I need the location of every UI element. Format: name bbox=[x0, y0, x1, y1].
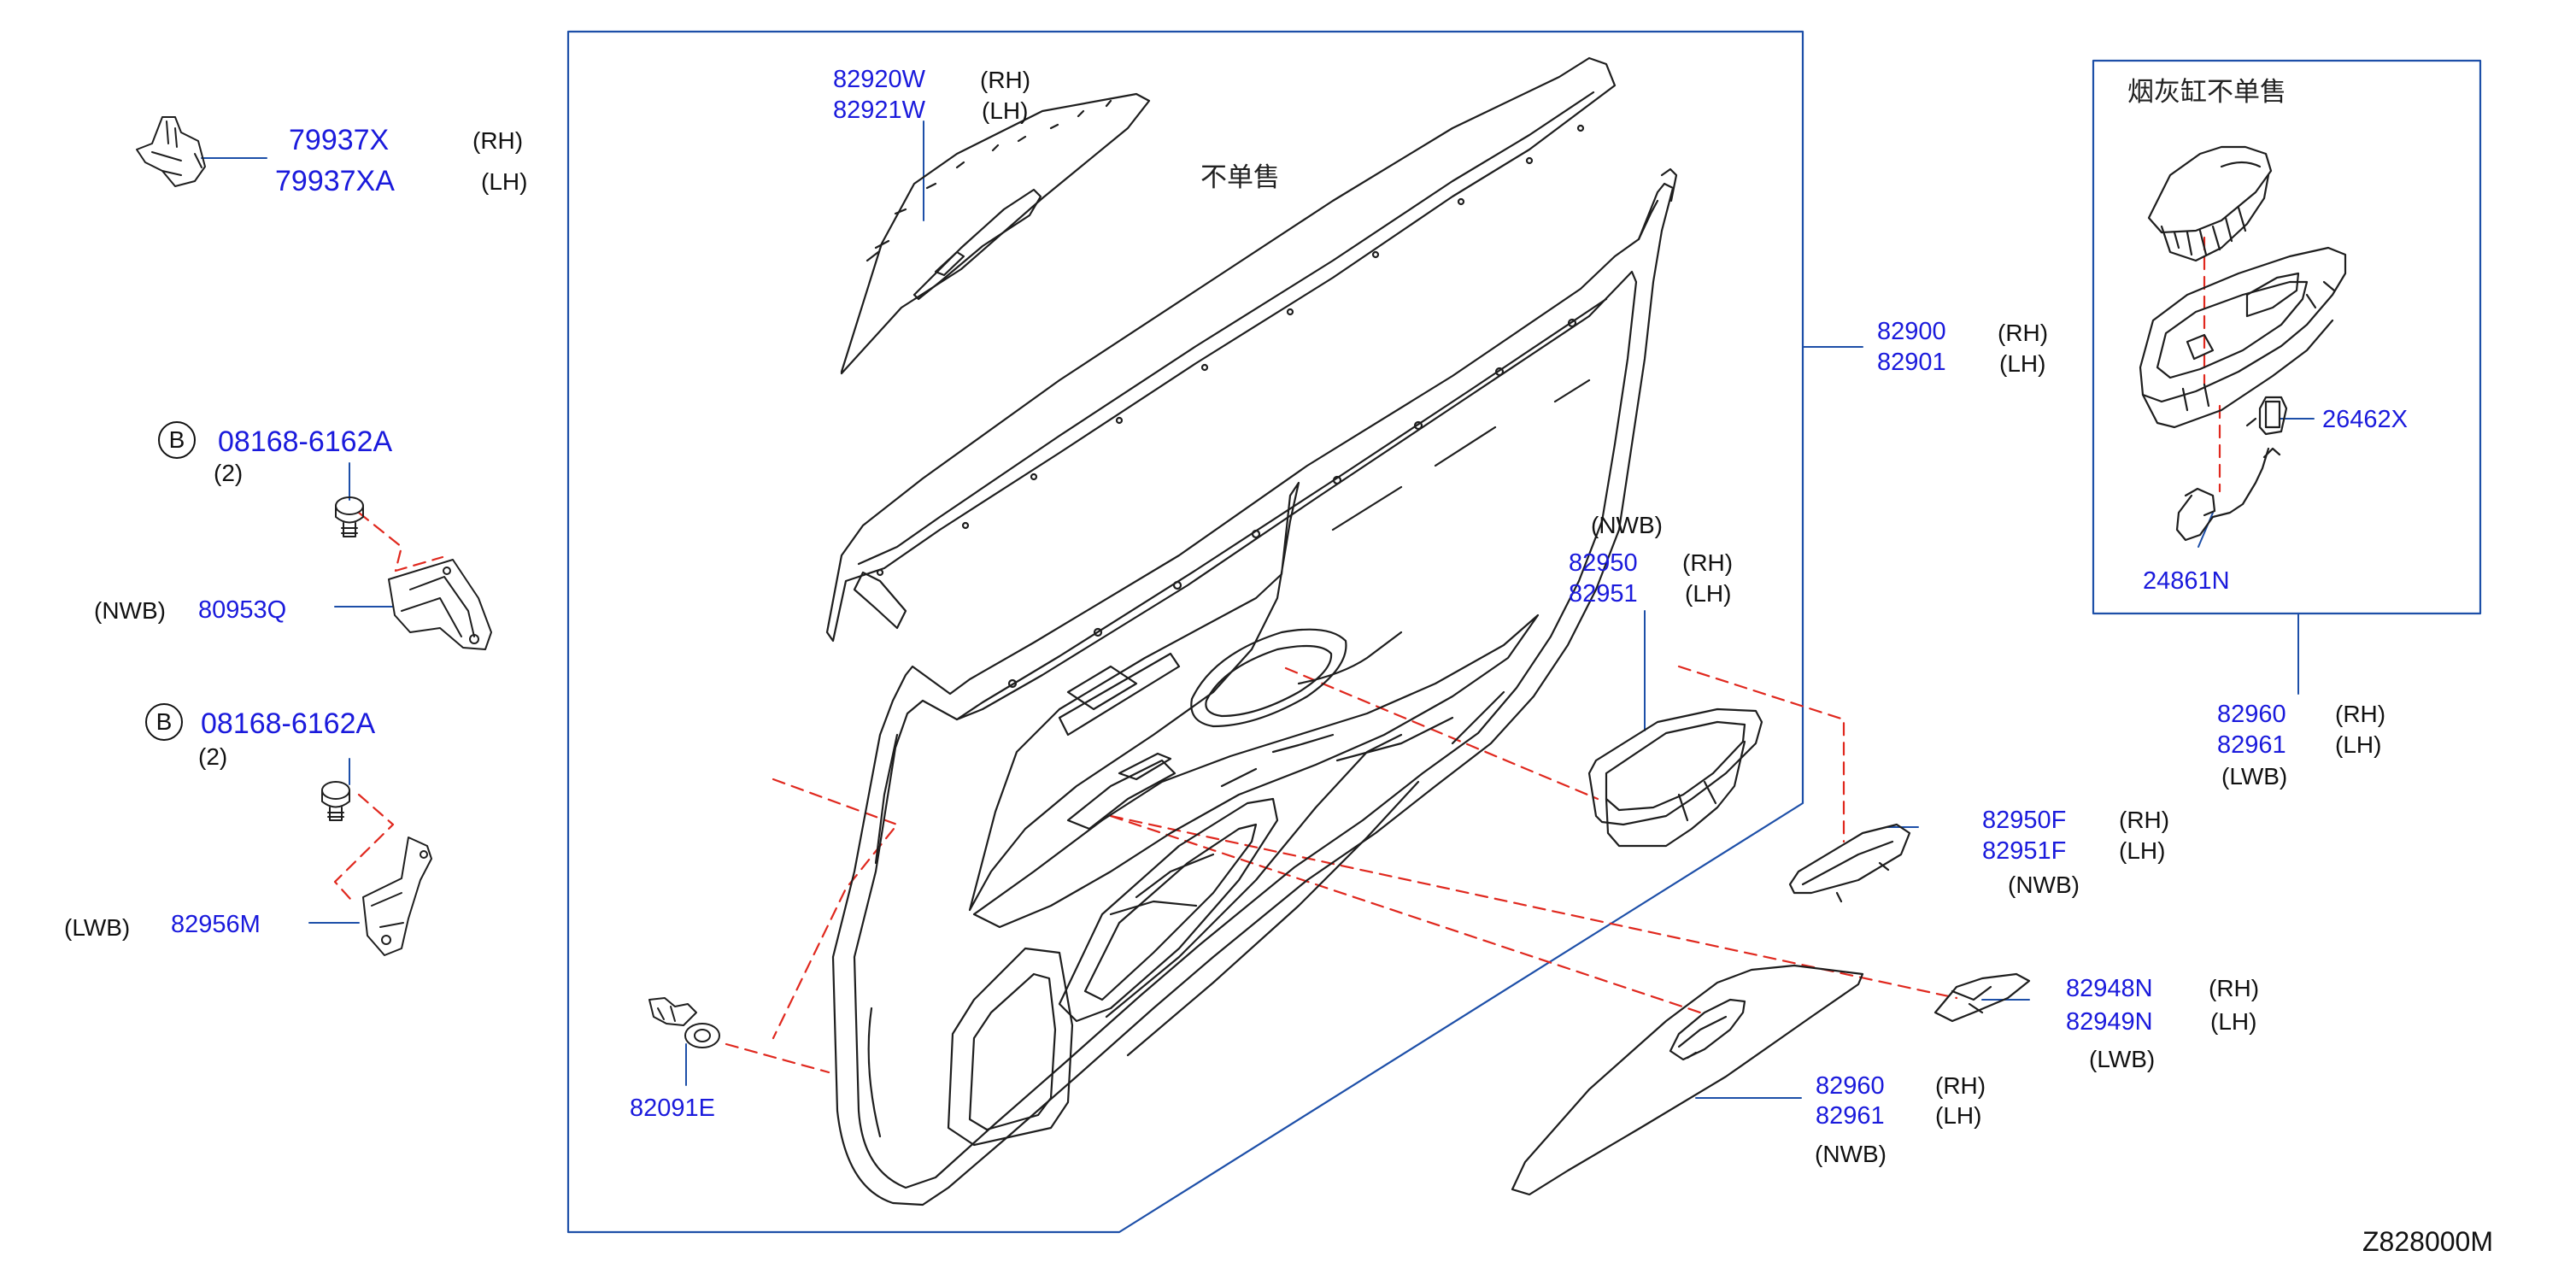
clip-top-lh: (LH) bbox=[481, 168, 528, 195]
main-frame bbox=[566, 30, 1804, 1234]
bolt-2-circle-letter: B bbox=[155, 708, 173, 735]
switch-bezel-variant: (NWB) bbox=[1591, 512, 1663, 538]
door-trim-lh: (LH) bbox=[1999, 350, 2046, 377]
clip-n-pn-lh: 82949N bbox=[2066, 1008, 2153, 1036]
armrest-top-drawing bbox=[840, 92, 1151, 375]
ashtray-drawing bbox=[2147, 145, 2273, 262]
door-trim-rh: (RH) bbox=[1998, 320, 2049, 346]
clip-79937x-drawing bbox=[136, 116, 206, 187]
finisher-lwb-variant: (LWB) bbox=[2221, 763, 2288, 790]
inset-harness-pn: 24861N bbox=[2143, 567, 2230, 595]
switch-bezel-rh: (RH) bbox=[1682, 549, 1734, 576]
armrest-top-rh: (RH) bbox=[980, 67, 1031, 93]
bolt-2-callout-circle: B bbox=[145, 703, 183, 741]
cover-82950f-drawing bbox=[1788, 823, 1911, 903]
finisher-nwb-rh: (RH) bbox=[1935, 1072, 1986, 1099]
clip-n-pn-rh: 82948N bbox=[2066, 975, 2153, 1002]
finisher-nwb-lh: (LH) bbox=[1935, 1102, 1982, 1129]
clip-top-pn-rh: 79937X bbox=[289, 124, 390, 156]
door-trim-pn-lh: 82901 bbox=[1877, 349, 1946, 376]
armrest-switch-lwb-drawing bbox=[2139, 246, 2347, 429]
finisher-lwb-pn-rh: 82960 bbox=[2217, 701, 2286, 728]
clip-n-variant: (LWB) bbox=[2089, 1046, 2156, 1072]
inset-frame bbox=[2092, 59, 2482, 615]
inset-ashtray-note: 烟灰缸不单售 bbox=[2127, 77, 2286, 107]
harness-24861n-drawing bbox=[2175, 447, 2281, 542]
bracket-82956m-drawing bbox=[362, 837, 432, 956]
finisher-lwb-pn-lh: 82961 bbox=[2217, 731, 2286, 759]
switch-bezel-drawing bbox=[1587, 707, 1763, 848]
dashed-guides bbox=[333, 236, 2221, 1074]
bolt-2-pn: 08168-6162A bbox=[201, 707, 376, 740]
armrest-top-pn-rh: 82920W bbox=[833, 66, 926, 93]
diagram-id: Z828000M bbox=[2362, 1226, 2493, 1257]
bracket-80953q-drawing bbox=[388, 559, 492, 650]
bolt-1-pn: 08168-6162A bbox=[218, 426, 393, 458]
bracket-lwb-pn: 82956M bbox=[171, 911, 261, 938]
clip-top-pn-lh: 79937XA bbox=[275, 165, 395, 197]
finisher-nwb-pn-lh: 82961 bbox=[1816, 1102, 1885, 1130]
cover-lh: (LH) bbox=[2119, 837, 2166, 864]
bracket-nwb-pn: 80953Q bbox=[198, 596, 287, 624]
armrest-top-pn-lh: 82921W bbox=[833, 97, 926, 124]
switch-bezel-pn-rh: 82950 bbox=[1569, 549, 1638, 577]
clip-top-rh: (RH) bbox=[472, 127, 524, 154]
switch-bezel-pn-lh: 82951 bbox=[1569, 580, 1638, 608]
cover-pn-lh: 82951F bbox=[1982, 837, 2067, 865]
door-trim-pn-rh: 82900 bbox=[1877, 318, 1946, 345]
clip-82948n-drawing bbox=[1933, 972, 2031, 1023]
bolt-1-callout-circle: B bbox=[158, 421, 196, 459]
finisher-nwb-variant: (NWB) bbox=[1815, 1141, 1887, 1167]
door-trim-drawing bbox=[831, 167, 1678, 1206]
bolt-1-qty: (2) bbox=[214, 460, 244, 486]
bracket-nwb-variant: (NWB) bbox=[94, 597, 166, 624]
lamp-26462x-drawing bbox=[2245, 396, 2288, 436]
clip-82091e-drawing bbox=[648, 997, 720, 1048]
bolt-2-qty: (2) bbox=[198, 743, 228, 770]
armrest-top-lh: (LH) bbox=[982, 97, 1029, 124]
finisher-nwb-pn-rh: 82960 bbox=[1816, 1072, 1885, 1100]
clip-bottom-pn: 82091E bbox=[630, 1095, 715, 1122]
upper-strip-drawing bbox=[825, 56, 1617, 643]
clip-n-lh: (LH) bbox=[2210, 1008, 2257, 1035]
switch-bezel-lh: (LH) bbox=[1685, 580, 1732, 607]
inset-lamp-pn: 26462X bbox=[2322, 406, 2408, 433]
finisher-lwb-lh: (LH) bbox=[2335, 731, 2382, 758]
clip-n-rh: (RH) bbox=[2209, 975, 2260, 1001]
cover-pn-rh: 82950F bbox=[1982, 807, 2067, 834]
bolt-1-drawing bbox=[335, 496, 364, 537]
not-sold-separately-note: 不单售 bbox=[1200, 162, 1280, 192]
bolt-1-circle-letter: B bbox=[168, 426, 185, 453]
bolt-2-drawing bbox=[321, 781, 350, 821]
bracket-lwb-variant: (LWB) bbox=[64, 914, 131, 941]
finisher-lwb-rh: (RH) bbox=[2335, 701, 2386, 727]
cover-rh: (RH) bbox=[2119, 807, 2170, 833]
finisher-82960-nwb-drawing bbox=[1511, 964, 1864, 1196]
leader-lines bbox=[201, 120, 2315, 1099]
cover-variant: (NWB) bbox=[2008, 872, 2080, 898]
